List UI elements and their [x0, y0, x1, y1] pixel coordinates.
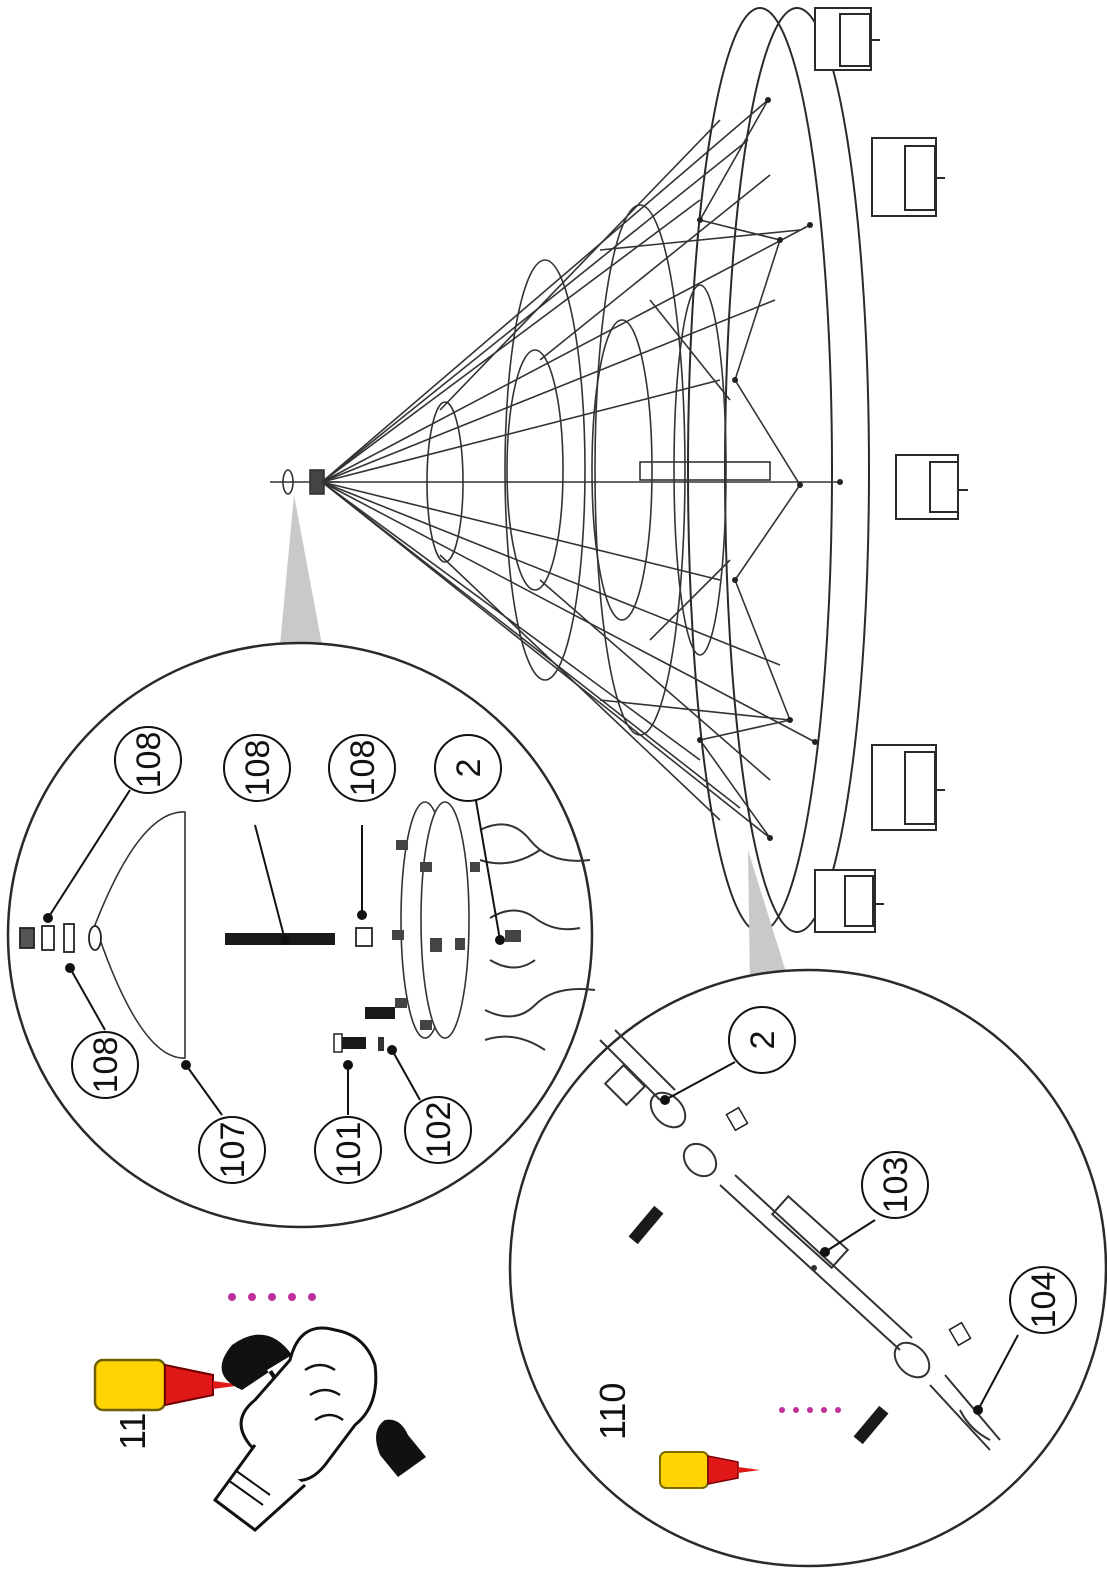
svg-text:108: 108 [130, 732, 168, 789]
net-cone [270, 99, 840, 839]
detail-leader-top [280, 495, 322, 645]
bolt-101 [340, 1037, 366, 1049]
foot-box [814, 7, 880, 71]
net-knots [697, 97, 843, 841]
svg-text:108: 108 [344, 740, 382, 797]
plate-bolts [392, 840, 480, 1030]
callout-107: 107 [198, 1116, 266, 1184]
foot-box [871, 744, 945, 831]
svg-text:2: 2 [450, 759, 488, 778]
callout-108-c: 108 [223, 734, 291, 802]
label-110-bottom: 110 [592, 1383, 633, 1440]
callout-104: 104 [1009, 1266, 1077, 1334]
callout-2-bottom: 2 [728, 1006, 796, 1074]
threaded-rod [225, 933, 335, 945]
svg-text:107: 107 [214, 1122, 252, 1179]
apex-hardware [19, 923, 102, 953]
detail-leader-bottom [748, 850, 790, 985]
svg-text:108: 108 [239, 740, 277, 797]
svg-text:108: 108 [87, 1037, 125, 1094]
callout-108-b: 108 [71, 1031, 139, 1099]
rod-nut [355, 927, 373, 947]
svg-text:102: 102 [420, 1102, 458, 1159]
wrench-hand-icon [212, 1326, 426, 1532]
svg-text:2: 2 [744, 1031, 782, 1050]
base-feet [814, 7, 968, 933]
foot-box [895, 454, 968, 520]
detail-circle-apex: 108 108 108 108 107 101 102 2 [6, 641, 596, 1229]
detail-circle-turnbuckle: 2 103 104 110 [508, 968, 1107, 1568]
callout-108-d: 108 [328, 734, 396, 802]
callout-102: 102 [404, 1096, 472, 1164]
svg-text:101: 101 [330, 1122, 368, 1179]
callout-leaders [43, 789, 505, 1116]
glue-bottle-icon [659, 1451, 760, 1489]
foot-box [814, 869, 884, 933]
svg-text:104: 104 [1025, 1272, 1063, 1329]
callout-108-a: 108 [114, 726, 182, 794]
shackles [479, 823, 596, 1051]
callout-103: 103 [861, 1151, 929, 1219]
washer-102 [378, 1037, 384, 1051]
foot-box [871, 137, 945, 217]
glue-dots [228, 1293, 316, 1301]
glue-bottle-icon [93, 1358, 243, 1412]
turnbuckle-assembly [599, 1029, 1001, 1451]
turnbuckle-center [811, 1265, 817, 1271]
cone-cap [94, 811, 186, 1059]
top-plate [400, 801, 470, 1039]
callout-101: 101 [314, 1116, 382, 1184]
svg-text:103: 103 [877, 1157, 915, 1214]
callout-2-top: 2 [434, 734, 502, 802]
glue-dots [779, 1407, 841, 1413]
loose-hardware [628, 1106, 972, 1445]
